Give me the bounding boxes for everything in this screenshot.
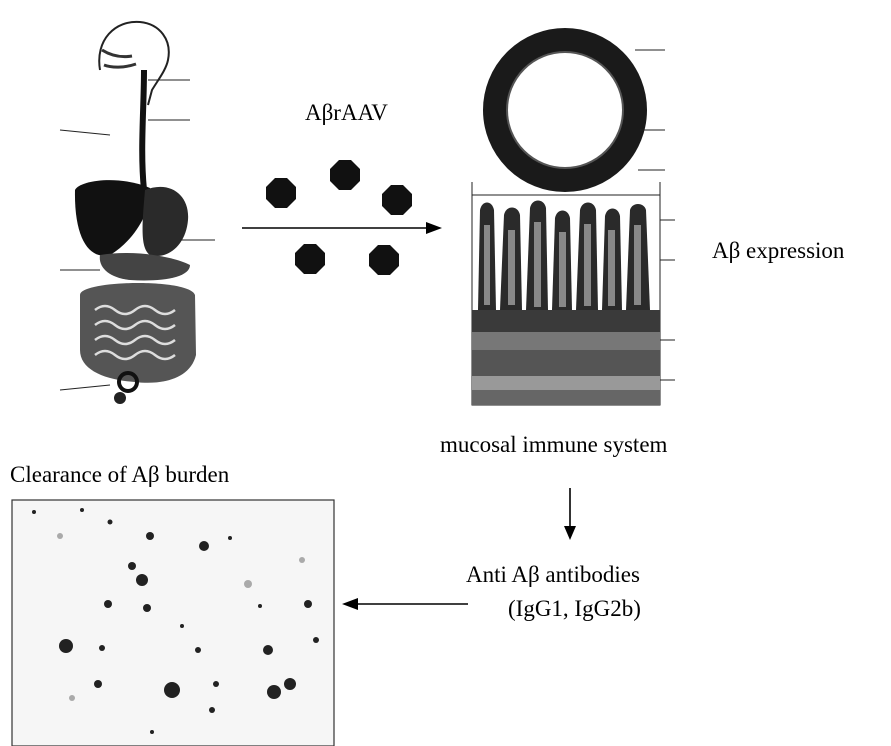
left-arrow <box>340 594 470 614</box>
aav-particle-4 <box>295 244 325 274</box>
vector-label: AβrAAV <box>305 100 388 126</box>
mucosal-label: mucosal immune system <box>440 432 667 458</box>
digestive-system-illustration <box>40 10 220 410</box>
aav-particle-3 <box>382 185 412 215</box>
down-arrow <box>560 488 580 540</box>
aav-particle-1 <box>266 178 296 208</box>
aav-particles <box>266 160 412 275</box>
delivery-arrow <box>240 150 450 290</box>
antibodies-label-line2: (IgG1, IgG2b) <box>508 596 641 622</box>
aav-particle-2 <box>330 160 360 190</box>
intestine-illustration <box>460 10 680 420</box>
plaque-micrograph <box>12 500 334 746</box>
antibodies-label-line1: Anti Aβ antibodies <box>466 562 640 588</box>
clearance-label: Clearance of Aβ burden <box>10 462 229 488</box>
aav-particle-5 <box>369 245 399 275</box>
expression-label: Aβ expression <box>712 238 844 264</box>
